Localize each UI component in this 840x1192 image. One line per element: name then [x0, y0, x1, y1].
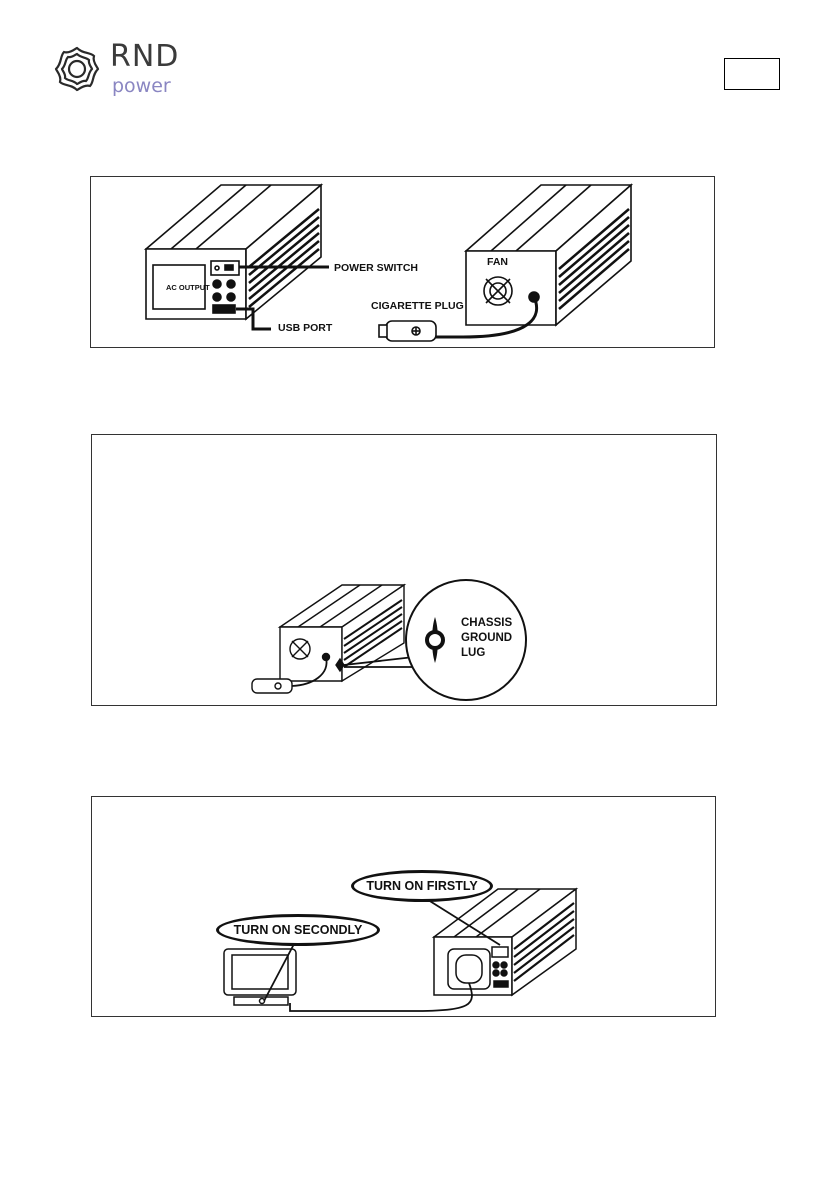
usb-port-label: USB PORT	[278, 323, 332, 334]
rnd-logo-mark-icon	[50, 42, 104, 96]
brand-sub: power	[112, 76, 171, 96]
cigarette-plug-label: CIGARETTE PLUG	[371, 301, 464, 312]
power-on-order-illustration	[92, 797, 717, 1018]
chassis-lug-detail-circle: CHASSIS GROUND LUG	[405, 579, 527, 701]
fan-label: FAN	[487, 257, 508, 268]
figure-panel-grounding: CHASSIS GROUND LUG	[91, 434, 717, 706]
ac-output-label: AC OUTPUT	[166, 284, 210, 292]
chassis-label-line1: CHASSIS	[461, 616, 512, 631]
chassis-label-line2: GROUND	[461, 631, 512, 646]
chassis-label-line3: LUG	[461, 646, 512, 661]
power-switch-label: POWER SWITCH	[334, 263, 418, 274]
figure-panel-layout: AC OUTPUT POWER SWITCH USB PORT FAN CIGA…	[90, 176, 715, 348]
brand-logo: RND power	[50, 38, 190, 98]
turn-on-secondly-callout: TURN ON SECONDLY	[216, 914, 380, 946]
turn-on-firstly-callout: TURN ON FIRSTLY	[351, 870, 493, 902]
brand-name: RND	[110, 42, 179, 72]
figure-panel-power-on-order: TURN ON FIRSTLY TURN ON SECONDLY	[91, 796, 716, 1017]
turn-on-firstly-label: TURN ON FIRSTLY	[366, 879, 477, 893]
chassis-ground-lug-label: CHASSIS GROUND LUG	[461, 616, 512, 661]
turn-on-secondly-label: TURN ON SECONDLY	[234, 923, 363, 937]
page-number-box	[724, 58, 780, 90]
